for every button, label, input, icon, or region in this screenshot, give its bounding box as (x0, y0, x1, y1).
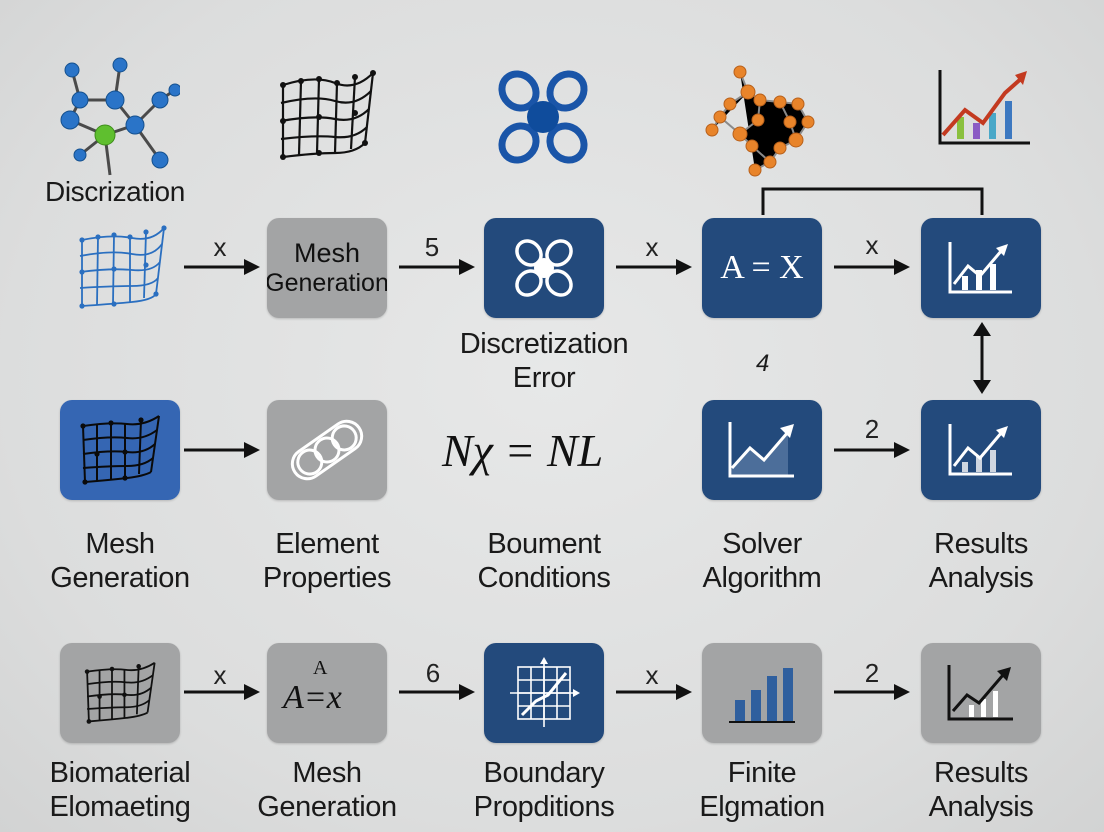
mesh-dark-icon-2 (84, 662, 156, 724)
bar-chart-white-icon (948, 242, 1012, 294)
equation-text: Nχ = NL (442, 425, 604, 476)
r3-label-5-line2: Analysis (928, 791, 1034, 823)
area-chart-white-icon (728, 422, 794, 478)
r2-label-3-line2: Conditions (477, 562, 611, 594)
arrow-label-r1-4: x (865, 230, 879, 260)
equation-main-text: A=x (283, 679, 342, 716)
r2-label-2-line2: Properties (262, 562, 392, 594)
solver-chart-box[interactable] (702, 400, 822, 500)
clover-white-icon (515, 239, 573, 297)
r2-label-4-line2: Algorithm (702, 562, 822, 594)
arrow-label-r1-2: 5 (424, 232, 440, 262)
results-chart-box-r3[interactable] (921, 643, 1041, 743)
arrow-r2-2 (832, 438, 912, 462)
r3-label-3-line2: Propditions (473, 791, 615, 823)
bar-chart-icon (729, 668, 795, 723)
biomaterial-box[interactable] (60, 643, 180, 743)
equation-box-text: A = X (720, 249, 804, 286)
results-chart-box-r2[interactable] (921, 400, 1041, 500)
mesh-box-r2[interactable] (60, 400, 180, 500)
discretization-error-label-line1: Discretization (459, 328, 629, 360)
black-mesh-icon (275, 65, 380, 165)
discretization-error-label-line2: Error (512, 362, 576, 394)
r2-label-1-line2: Generation (50, 562, 190, 594)
vertical-mark: 4 (756, 350, 770, 377)
line-chart-icon (947, 665, 1013, 721)
discretization-error-box[interactable] (484, 218, 604, 318)
bar-chart-white-icon-2 (948, 424, 1012, 476)
r2-label-4-line1: Solver (722, 528, 802, 560)
finite-bars-box[interactable] (702, 643, 822, 743)
rising-chart-icon (935, 65, 1035, 150)
r3-label-4-line1: Finite (727, 757, 797, 789)
mesh-dark-icon (80, 415, 160, 485)
r3-label-1-line2: Elomaeting (49, 791, 191, 823)
clover-icon (493, 65, 593, 170)
arrow-r1-1 (182, 255, 262, 279)
blue-mesh-icon (72, 220, 172, 315)
r2-label-5-line1: Results (934, 528, 1028, 560)
r2-label-1-line1: Mesh (85, 528, 155, 560)
arrow-r1-3 (614, 255, 694, 279)
arrow-label-r1-1: x (213, 232, 227, 262)
discrization-label: Discrization (45, 176, 185, 207)
mesh-generation-box[interactable]: Mesh Generation (267, 218, 387, 318)
r3-label-3-line1: Boundary (483, 757, 605, 789)
arrow-r1-2 (397, 255, 477, 279)
arrow-label-r3-1: x (213, 660, 227, 690)
r3-label-2-line2: Generation (257, 791, 397, 823)
mesh-generation-box-line1: Mesh (293, 238, 361, 268)
arrow-label-r3-2: 6 (425, 658, 441, 688)
mesh-generation-equation-box[interactable]: A A=x (267, 643, 387, 743)
double-arrow-vertical (970, 320, 994, 396)
r3-label-5-line1: Results (934, 757, 1028, 789)
r2-label-5-line2: Analysis (928, 562, 1034, 594)
r3-label-4-line2: Elgmation (699, 791, 825, 823)
orange-molecule-icon (700, 62, 820, 177)
arrow-r3-3 (614, 680, 694, 704)
molecule-icon (50, 55, 180, 180)
arrow-label-r3-3: x (645, 660, 659, 690)
arrow-r3-2 (397, 680, 477, 704)
r2-label-3-line1: Boument (487, 528, 601, 560)
r3-label-1-line1: Biomaterial (49, 757, 191, 789)
arrow-r3-4 (832, 680, 912, 704)
arrow-label-r3-4: 2 (864, 658, 880, 688)
results-chart-box-r1[interactable] (921, 218, 1041, 318)
boundary-grid-box[interactable] (484, 643, 604, 743)
r2-label-2-line1: Element (275, 528, 379, 560)
mesh-generation-box-line2: Generation (267, 269, 387, 297)
equation-box[interactable]: A = X (702, 218, 822, 318)
arrow-label-r2-1: 2 (864, 414, 880, 444)
elements-capsule-icon (290, 419, 364, 481)
r3-label-2-line1: Mesh (292, 757, 362, 789)
element-properties-box[interactable] (267, 400, 387, 500)
arrow-r3-1 (182, 680, 262, 704)
arrow-r2-1 (182, 438, 262, 462)
arrow-r1-4 (832, 255, 912, 279)
feedback-bracket (760, 185, 986, 217)
equation-superscript: A (313, 657, 328, 679)
grid-plot-icon (510, 657, 580, 727)
arrow-label-r1-3: x (645, 232, 659, 262)
